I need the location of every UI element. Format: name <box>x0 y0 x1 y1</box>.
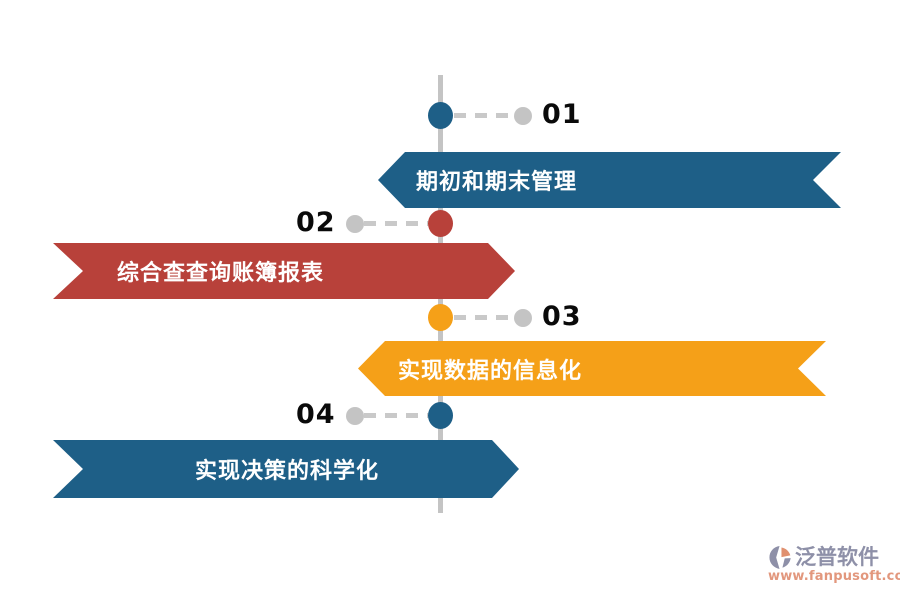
fanpu-logo-icon <box>768 545 793 570</box>
step-number-01: 01 <box>542 99 582 130</box>
connector-dot-02 <box>346 215 364 233</box>
connector-dot-04 <box>346 407 364 425</box>
connector-dash-04 <box>364 413 428 418</box>
banner-ribbon-03: 实现数据的信息化 <box>358 341 826 396</box>
step-number-02: 02 <box>296 207 336 238</box>
banner-ribbon-02: 综合查查询账簿报表 <box>53 243 515 299</box>
banner-label-03: 实现数据的信息化 <box>398 358 583 384</box>
step-number-04: 04 <box>296 399 336 430</box>
connector-dot-03 <box>514 309 532 327</box>
connector-dot-01 <box>514 107 532 125</box>
step-number-03: 03 <box>542 301 582 332</box>
connector-dash-01 <box>454 113 514 118</box>
timeline-node-03 <box>428 304 453 331</box>
watermark: 泛普软件 www.fanpusoft.com <box>768 545 900 585</box>
brand-url: www.fanpusoft.com <box>768 569 900 585</box>
connector-dash-02 <box>364 221 428 226</box>
banner-label-02: 综合查查询账簿报表 <box>117 261 325 286</box>
connector-dash-03 <box>454 315 514 320</box>
banner-label-04: 实现决策的科学化 <box>195 459 380 484</box>
timeline-node-01 <box>428 102 453 129</box>
banner-label-01: 期初和期末管理 <box>416 170 578 195</box>
banner-ribbon-01: 期初和期末管理 <box>378 152 841 208</box>
timeline-node-02 <box>428 210 453 237</box>
brand-name: 泛普软件 <box>795 545 879 569</box>
timeline-node-04 <box>428 402 453 429</box>
banner-ribbon-04: 实现决策的科学化 <box>53 440 519 498</box>
